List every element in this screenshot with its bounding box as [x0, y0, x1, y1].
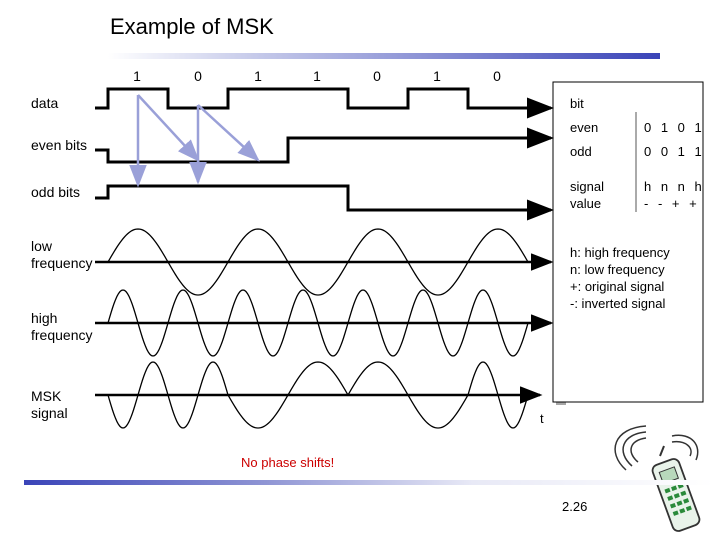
row-label-high-frequency: high frequency	[31, 310, 93, 343]
table-label-odd: odd	[570, 144, 592, 159]
footer-rule	[24, 480, 714, 485]
legend-n: n: low frequency	[570, 262, 665, 277]
table-header-bit: bit	[570, 96, 584, 111]
table-values-signal: h n n h - - + +	[644, 179, 705, 211]
row-label-msk-signal: MSK signal	[31, 388, 68, 421]
bit-label: 0	[373, 68, 381, 84]
legend-h: h: high frequency	[570, 245, 670, 260]
low-frequency-waveform	[107, 228, 529, 296]
bit-label: 1	[254, 68, 262, 84]
row-label-data: data	[31, 95, 59, 111]
odd-bits-signal-line	[95, 184, 554, 221]
legend-minus: -: inverted signal	[570, 296, 666, 311]
table-values-even: 0 1 0 1	[644, 120, 705, 135]
even-bits-signal-line	[95, 127, 554, 164]
msk-waveform	[107, 361, 529, 429]
data-signal-line	[95, 87, 554, 119]
table-label-even: even	[570, 120, 599, 135]
page-number: 2.26	[562, 499, 588, 514]
legend-plus: +: original signal	[570, 279, 665, 294]
bit-label: 1	[433, 68, 441, 84]
bit-label: 1	[133, 68, 141, 84]
time-axis-label: t	[540, 411, 544, 426]
row-label-odd-bits: odd bits	[31, 184, 81, 200]
legend-box	[552, 81, 704, 403]
no-phase-shift-note: No phase shifts!	[241, 455, 335, 470]
bit-label: 1	[313, 68, 321, 84]
high-frequency-waveform	[107, 289, 529, 357]
table-label-signal-value: signal value	[570, 179, 604, 211]
even-routing-arrow	[197, 104, 260, 162]
even-routing-arrow	[137, 94, 200, 162]
slide-title: Example of MSK	[110, 14, 274, 39]
title-rule	[108, 53, 660, 59]
bit-label: 0	[194, 68, 202, 84]
table-values-odd: 0 0 1 1	[644, 144, 705, 159]
row-label-low-frequency: low frequency	[31, 238, 93, 271]
row-label-even-bits: even bits	[31, 137, 88, 153]
bit-label: 0	[493, 68, 501, 84]
